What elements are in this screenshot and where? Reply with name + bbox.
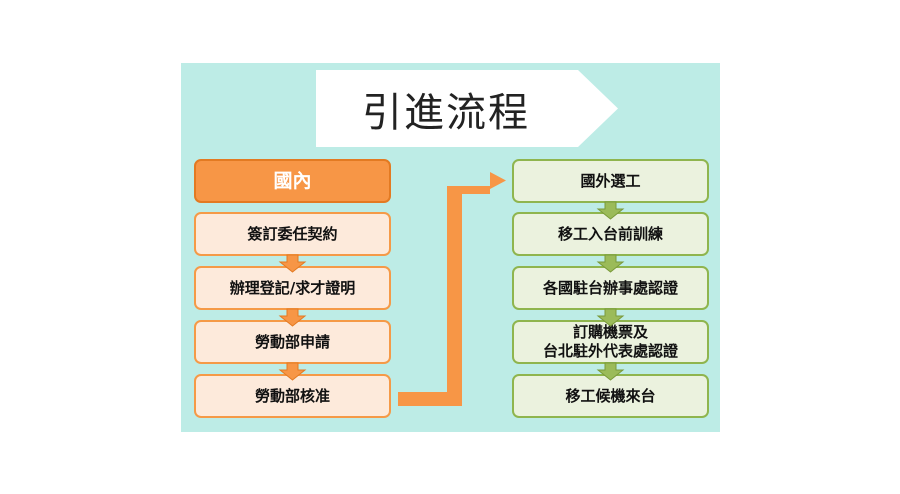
orange-down-arrow bbox=[278, 254, 307, 381]
domestic-step-label: 辦理登記/求才證明 bbox=[229, 278, 356, 297]
overseas-step-label: 移工候機來台 bbox=[565, 386, 656, 405]
domestic-step-label: 勞動部申請 bbox=[254, 332, 330, 351]
domestic-header: 國內 bbox=[194, 159, 391, 203]
domestic-step-label: 勞動部核准 bbox=[254, 386, 330, 405]
overseas-step-label: 移工入台前訓練 bbox=[557, 224, 663, 243]
domestic-header-label: 國內 bbox=[273, 169, 312, 192]
overseas-step-label: 訂購機票及 台北駐外代表處認證 bbox=[542, 323, 678, 360]
overseas-step-1: 國外選工 bbox=[512, 159, 709, 203]
page-title: 引進流程 bbox=[362, 89, 530, 136]
overseas-step-5: 移工候機來台 bbox=[512, 374, 709, 418]
overseas-step-label: 各國駐台辦事處認證 bbox=[542, 278, 678, 297]
title-arrow-shape bbox=[316, 70, 618, 147]
domestic-step-label: 簽訂委任契約 bbox=[247, 224, 338, 243]
green-down-arrow bbox=[596, 201, 625, 381]
overseas-step-label: 國外選工 bbox=[580, 171, 641, 190]
connector-arrow bbox=[398, 172, 506, 406]
